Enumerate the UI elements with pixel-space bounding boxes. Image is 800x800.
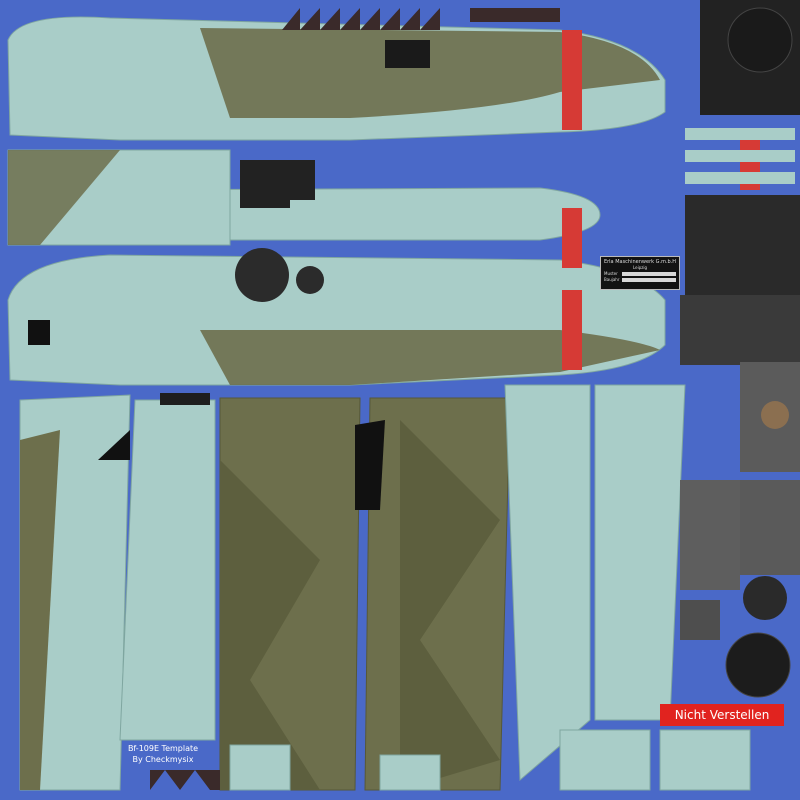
- left-triangle: [98, 430, 130, 460]
- bottom-part-2: [559, 729, 651, 791]
- data-plate-row-1: Muster: [604, 271, 676, 276]
- sawtooth-top: [282, 8, 440, 30]
- dark-block-right: [685, 195, 800, 295]
- small-dark-1: [28, 320, 50, 345]
- dark-radiator: [240, 160, 290, 208]
- left-tall-dark: [160, 393, 210, 405]
- bottom-part-3: [659, 729, 751, 791]
- right-wing-lower-1: [504, 384, 591, 782]
- small-dark-2: [290, 160, 315, 200]
- fuselage-bottom-camo: [200, 330, 660, 385]
- grey-box-right-2: [740, 480, 800, 575]
- strip-3: [685, 172, 795, 184]
- template-credit: Bf-109E Template By Checkmysix: [108, 743, 218, 765]
- data-plate-city: Leipzig: [632, 265, 648, 270]
- strap-grey: [680, 600, 720, 640]
- data-plate-row-2: Baujahr: [604, 277, 676, 282]
- wheel-dial: [761, 401, 789, 429]
- dark-disc-1: [235, 248, 289, 302]
- wing-camo-1-shade: [220, 460, 320, 790]
- strip-1: [685, 128, 795, 140]
- data-plate-maker: Erla Maschinenwerk G.m.b.H: [603, 259, 677, 265]
- instrument-dial: [727, 7, 793, 73]
- warning-label: Nicht Verstellen: [660, 704, 784, 726]
- wing-camo-2-shade: [400, 420, 500, 790]
- right-wing-lower-2: [594, 384, 686, 721]
- strip-2: [685, 150, 795, 162]
- grey-box-right: [680, 480, 740, 590]
- sawtooth-bottom: [150, 770, 220, 790]
- red-band-2: [562, 208, 582, 268]
- strip-dark-top: [470, 8, 560, 22]
- fuselage-top-camo: [200, 28, 660, 118]
- template-author: By Checkmysix: [132, 755, 194, 764]
- red-band-1: [562, 30, 582, 130]
- dark-disc-mid-right: [743, 576, 787, 620]
- fuselage-middle-left-camo: [8, 150, 120, 245]
- small-dark-3: [385, 40, 430, 68]
- dark-disc-bottom-right: [725, 632, 791, 698]
- dark-disc-2: [296, 266, 324, 294]
- bottom-part-1: [229, 744, 291, 791]
- left-wing-upper: [119, 399, 216, 741]
- bottom-part-4: [379, 754, 441, 791]
- mid-dark-sliver: [355, 420, 385, 510]
- left-wing-outer-camo: [20, 430, 60, 790]
- template-title: Bf-109E Template: [127, 744, 199, 753]
- cockpit-panel: [680, 295, 800, 365]
- data-plate: Erla Maschinenwerk G.m.b.H Leipzig Muste…: [600, 256, 680, 290]
- red-band-3: [562, 290, 582, 370]
